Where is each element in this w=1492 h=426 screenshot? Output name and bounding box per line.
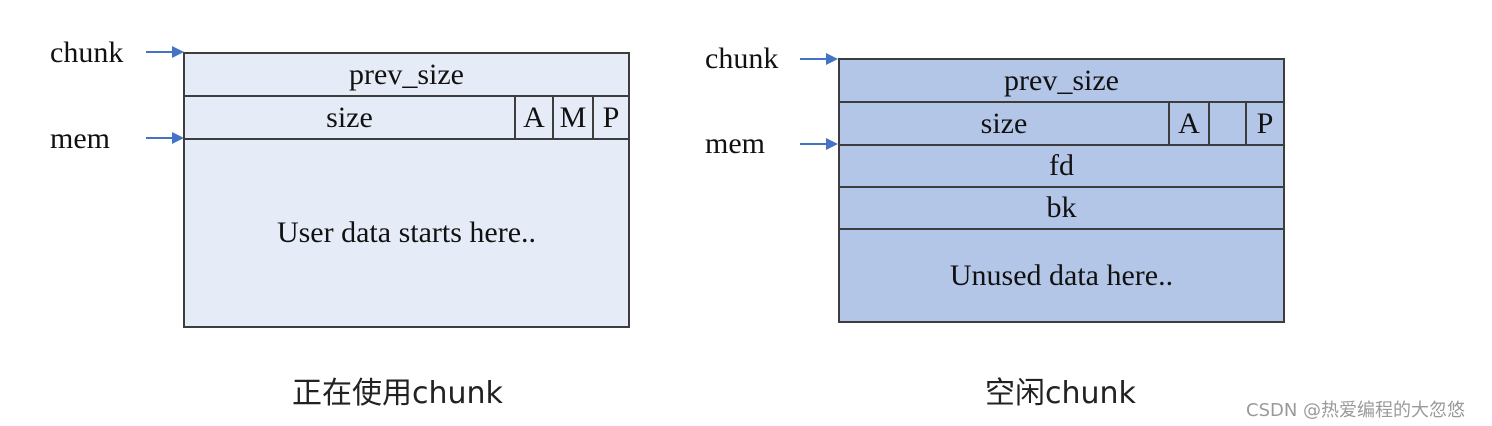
mem-pointer-label: mem (705, 127, 765, 160)
chunk-arrow-icon (146, 46, 184, 58)
flag-empty-cell (1208, 103, 1245, 144)
size-cell: size (840, 103, 1168, 144)
bk-field: bk (840, 188, 1283, 230)
size-cell: size (185, 97, 514, 138)
unused-data-label: Unused data here.. (949, 258, 1174, 292)
in-use-chunk-box: prev_size size A M P User data starts he… (183, 52, 630, 328)
size-field: size A M P (185, 97, 628, 140)
flag-a-label: A (523, 100, 545, 134)
user-data-region: User data starts here.. (185, 140, 628, 326)
size-label: size (326, 100, 373, 134)
mem-arrow-icon (146, 132, 184, 144)
free-chunk-caption: 空闲chunk (985, 376, 1136, 411)
watermark: CSDN @热爱编程的大忽悠 (1246, 400, 1466, 421)
flag-p-cell: P (592, 97, 628, 138)
flag-m-cell: M (552, 97, 592, 138)
user-data-label: User data starts here.. (276, 216, 537, 249)
chunk-pointer-label: chunk (705, 42, 779, 75)
size-field: size A P (840, 103, 1283, 146)
size-label: size (980, 106, 1028, 140)
fd-label: fd (1049, 149, 1074, 182)
prev-size-field: prev_size (185, 54, 628, 97)
flag-a-cell: A (1168, 103, 1208, 144)
free-chunk-box: prev_size size A P fd bk Unused data her… (838, 58, 1285, 323)
flag-m-label: M (559, 100, 587, 134)
flag-a-label: A (1178, 106, 1200, 140)
mem-arrow-icon (800, 138, 838, 150)
flag-p-cell: P (1245, 103, 1283, 144)
prev-size-label: prev_size (349, 57, 464, 91)
mem-pointer-label: mem (50, 122, 110, 155)
chunk-pointer-label: chunk (50, 36, 124, 69)
flag-p-label: P (1256, 106, 1274, 140)
chunk-arrow-icon (800, 53, 838, 65)
prev-size-field: prev_size (840, 60, 1283, 103)
fd-field: fd (840, 146, 1283, 188)
flag-p-label: P (602, 100, 620, 134)
bk-label: bk (1046, 191, 1077, 224)
in-use-chunk-caption: 正在使用chunk (292, 376, 503, 411)
unused-data-region: Unused data here.. (840, 230, 1283, 321)
flag-a-cell: A (514, 97, 552, 138)
prev-size-label: prev_size (1004, 63, 1119, 97)
